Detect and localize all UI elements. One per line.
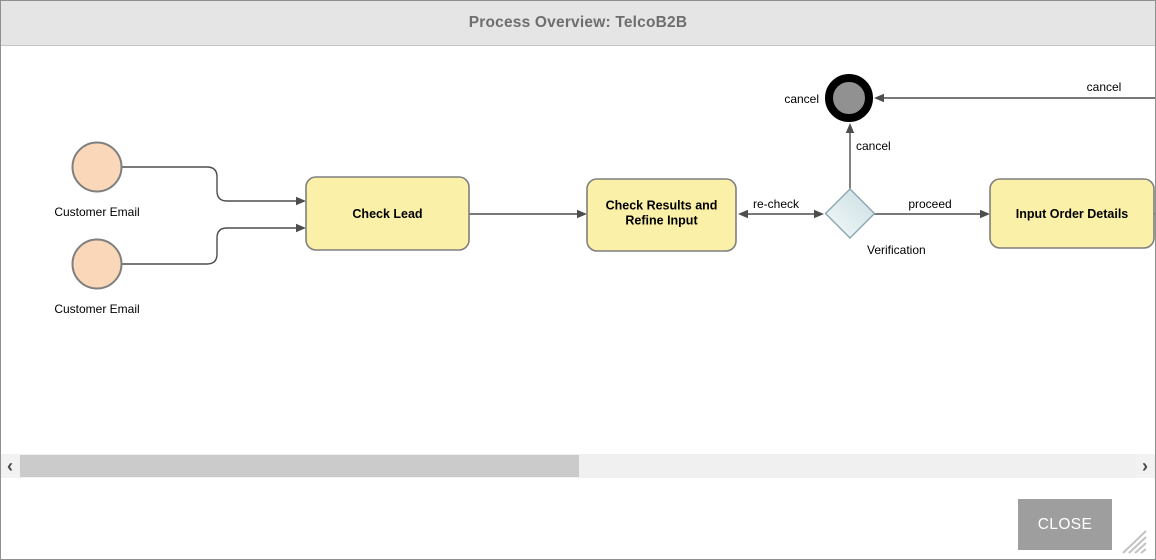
task-check-lead-label: Check Lead (352, 207, 422, 221)
arrowhead-cancel-left (874, 93, 884, 103)
end-event-cancel-label: cancel (784, 92, 819, 106)
flow-label-cancel-top: cancel (1087, 80, 1122, 94)
resize-grip-icon[interactable] (1117, 530, 1149, 554)
horizontal-scrollbar[interactable]: ‹ › (1, 454, 1155, 478)
arrowhead-cancel-up (845, 123, 855, 133)
start-event-2 (71, 238, 123, 290)
scroll-left-icon[interactable]: ‹ (1, 454, 19, 478)
task-input-order-details (989, 178, 1155, 249)
bpmn-diagram: Customer Email Customer Email Check Lead… (54, 74, 1155, 316)
start-event-1 (71, 141, 123, 193)
flow-start1-to-checklead (122, 166, 297, 202)
arrowhead-recheck-right (814, 209, 824, 219)
task-check-results-label-line1: Check Results and (606, 199, 718, 213)
start-event-2-label: Customer Email (54, 302, 139, 316)
diagram-canvas: Customer Email Customer Email Check Lead… (1, 46, 1155, 454)
flow-label-proceed: proceed (908, 197, 951, 211)
close-button[interactable]: CLOSE (1018, 499, 1112, 550)
task-check-results-label-line2: Refine Input (625, 214, 698, 228)
arrowhead-proceed (980, 209, 990, 219)
dialog-titlebar[interactable]: Process Overview: TelcoB2B (1, 1, 1155, 46)
scrollbar-thumb[interactable] (20, 455, 579, 477)
task-check-lead (305, 176, 470, 251)
task-input-order-details-label: Input Order Details (1016, 207, 1129, 221)
scroll-right-icon[interactable]: › (1136, 454, 1154, 478)
arrowhead-checkresults (577, 209, 587, 219)
arrowhead-start1 (296, 196, 306, 206)
flow-label-cancel-vertical: cancel (856, 139, 891, 153)
arrowhead-start2 (296, 223, 306, 233)
gateway-verification (824, 188, 876, 239)
arrowhead-recheck-left (738, 209, 748, 219)
flow-start2-to-checklead (122, 227, 297, 265)
end-event-cancel (825, 74, 873, 122)
dialog-footer: CLOSE (1, 478, 1155, 559)
flow-label-recheck: re-check (753, 197, 800, 211)
task-check-results (586, 178, 737, 252)
dialog-title: Process Overview: TelcoB2B (468, 14, 688, 31)
gateway-verification-label: Verification (867, 243, 926, 257)
start-event-1-label: Customer Email (54, 205, 139, 219)
